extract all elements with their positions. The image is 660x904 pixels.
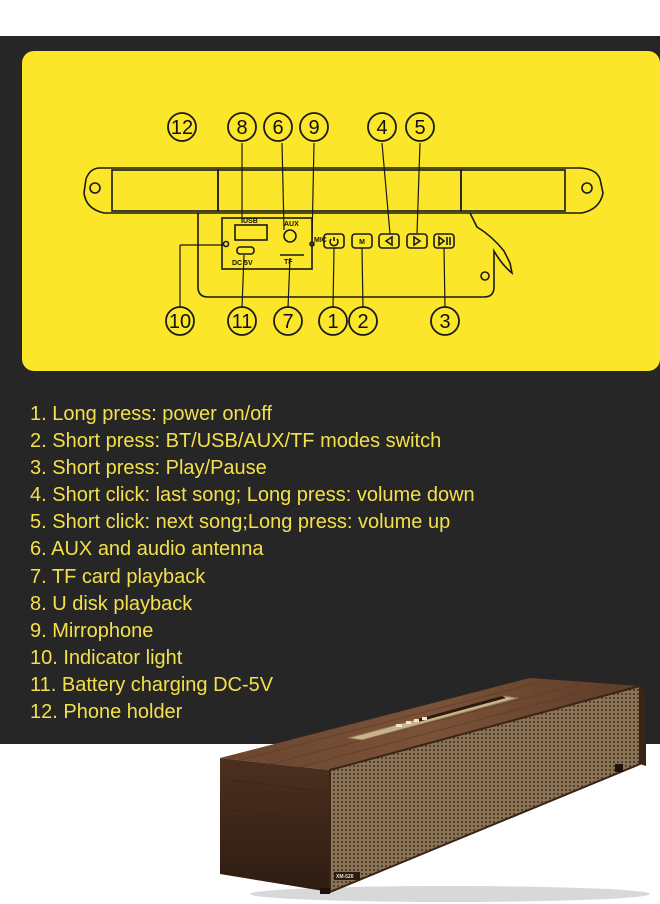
feature-item: 10. Indicator light [30, 646, 183, 669]
callout-9: 9 [308, 117, 319, 139]
usb-label: USB [243, 218, 258, 225]
mic-label: MIC [314, 237, 327, 244]
feature-item: 11. Battery charging DC-5V [30, 673, 274, 696]
usb-port [234, 224, 268, 241]
mount-hole-bottom [480, 271, 490, 281]
callout-7: 7 [282, 311, 293, 333]
control-panel-diagram-card: 12 8 6 9 4 5 10 11 7 1 2 3 USB AUX MIC D… [22, 51, 660, 371]
callout-12: 12 [171, 117, 193, 139]
indicator-light [222, 240, 230, 248]
feature-item: 1. Long press: power on/off [30, 403, 273, 425]
speaker-top-face [220, 678, 640, 770]
control-body-outline [197, 212, 514, 298]
feature-item: 7. TF card playback [30, 565, 206, 588]
callout-3: 3 [439, 311, 450, 333]
callout-11: 11 [232, 311, 253, 333]
callout-5: 5 [414, 117, 425, 139]
feature-item: 2. Short press: BT/USB/AUX/TF modes swit… [30, 430, 442, 453]
callout-1: 1 [327, 311, 338, 333]
play-glyph [438, 235, 446, 247]
phone-holder-bar-outline [83, 167, 604, 214]
port-module-outline [221, 217, 313, 270]
speaker-end-face [220, 758, 330, 892]
model-label: XM-520 [336, 874, 354, 880]
speaker-product-image: XM-520 [220, 678, 650, 902]
model-badge [334, 872, 360, 880]
control-panel-diagram: 12 8 6 9 4 5 10 11 7 1 2 3 USB AUX MIC D… [83, 112, 604, 336]
callout-4: 4 [376, 117, 387, 139]
callout-6: 6 [272, 117, 283, 139]
phone-slot-left [111, 169, 219, 212]
feature-item: 12. Phone holder [30, 701, 183, 724]
feature-item: 8. U disk playback [30, 592, 193, 615]
feature-item: 3. Short press: Play/Pause [30, 457, 267, 480]
next-glyph [413, 235, 422, 247]
aux-port [283, 229, 297, 243]
callout-2: 2 [357, 311, 368, 333]
mount-hole-right [581, 182, 593, 194]
power-glyph [329, 238, 339, 247]
mode-button-glyph: M [359, 239, 365, 246]
callout-10: 10 [169, 311, 191, 333]
phone-slot-right [460, 169, 566, 212]
tf-label: TF [284, 259, 293, 266]
prev-button-outline [378, 233, 400, 249]
mount-hole-left [89, 182, 101, 194]
prev-glyph [384, 235, 393, 247]
feature-list: 1. Long press: power on/off 2. Short pre… [30, 401, 475, 726]
feature-item: 5. Short click: next song;Long press: vo… [30, 511, 451, 534]
feature-item: 9. Mirrophone [30, 619, 154, 642]
callout-8: 8 [236, 117, 247, 139]
feature-item: 6. AUX and audio antenna [30, 538, 264, 561]
aux-label: AUX [284, 221, 299, 228]
speaker-grille [330, 686, 640, 892]
next-button-outline [406, 233, 428, 249]
dc-5v-label: DC 5V [232, 260, 253, 267]
dc-5v-port [236, 246, 255, 255]
phone-slot-middle [217, 169, 462, 212]
feature-item: 4. Short click: last song; Long press: v… [30, 484, 475, 507]
